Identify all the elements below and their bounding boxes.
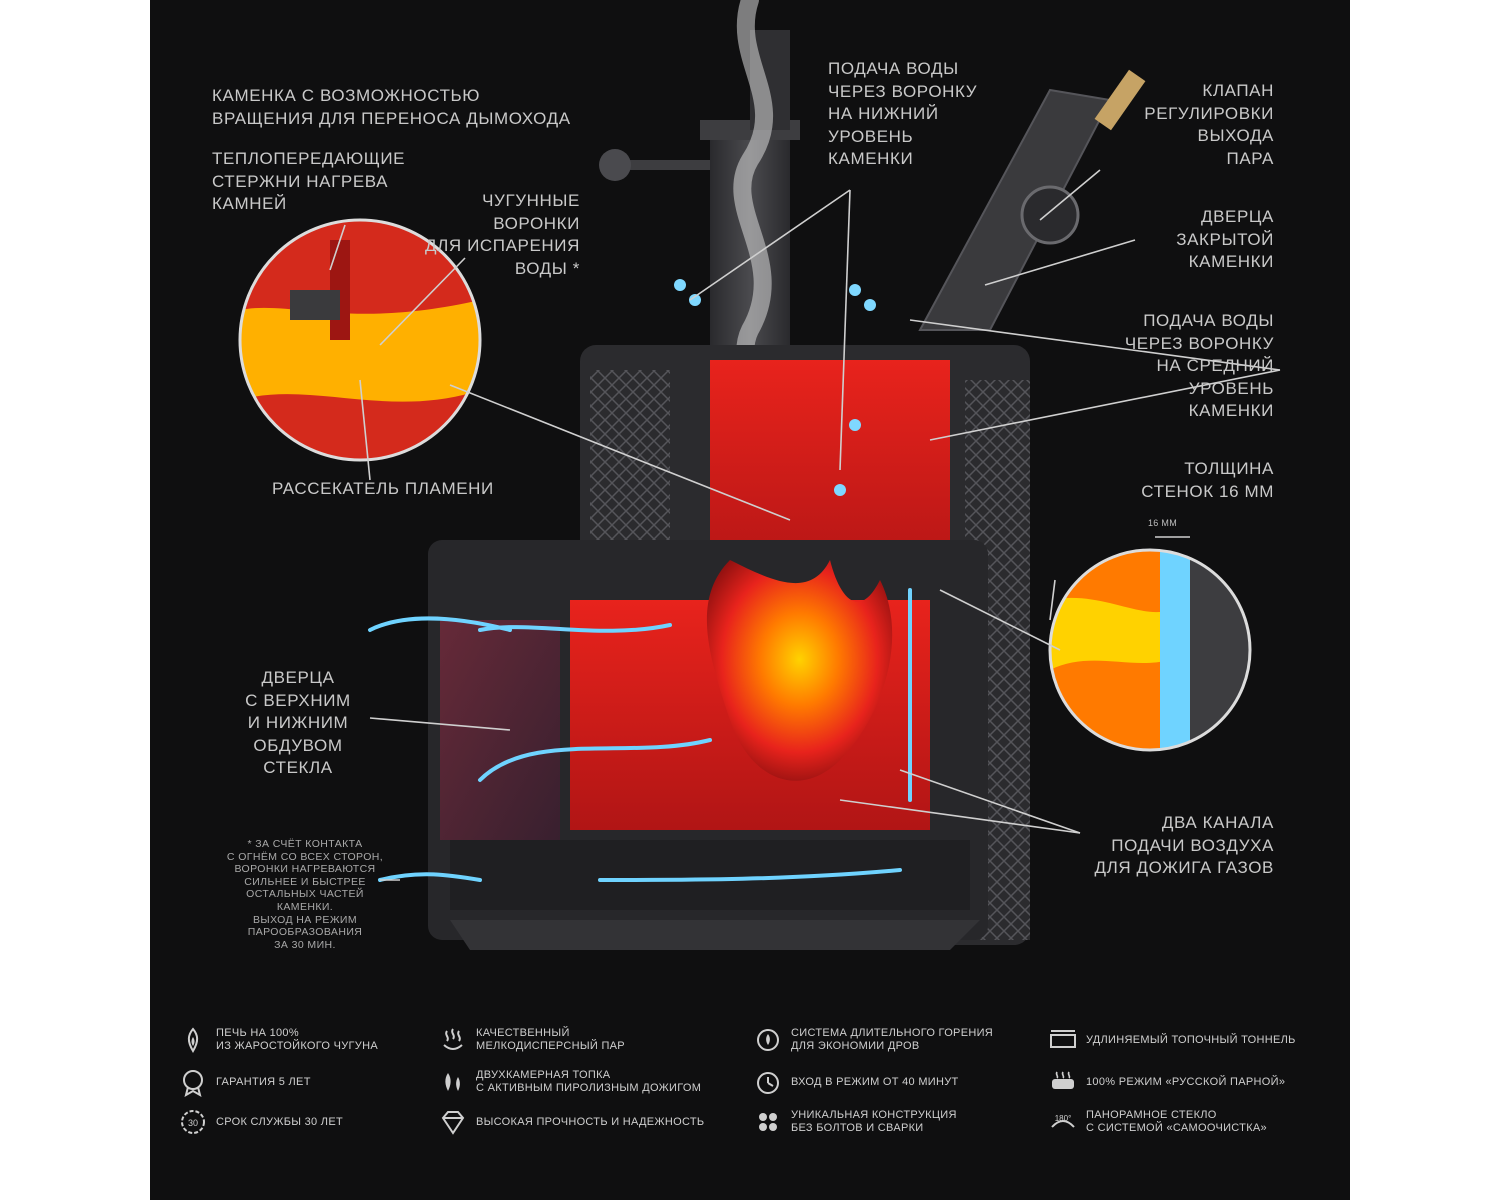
label-glass-door: Дверца с верхним и нижним обдувом стекла (245, 668, 351, 777)
label-wall-thickness: Толщина стенок 16 мм (1141, 459, 1274, 501)
svg-text:180°: 180° (1055, 1114, 1072, 1123)
detail-circle-heat-rods (238, 218, 482, 462)
feature-item: Печь на 100% из жаростойкого чугуна (178, 1025, 378, 1055)
feature-item: Система длительного горения для экономии… (753, 1025, 993, 1055)
panorama-glass-icon: 180° (1048, 1107, 1078, 1137)
feature-item: Гарантия 5 лет (178, 1067, 311, 1097)
feature-text: Печь на 100% из жаростойкого чугуна (216, 1027, 378, 1052)
lifetime-icon: 30 (178, 1107, 208, 1137)
feature-text: Гарантия 5 лет (216, 1075, 311, 1088)
feature-item: 180° Панорамное стекло с системой «самоо… (1048, 1107, 1267, 1137)
russian-steam-icon (1048, 1067, 1078, 1097)
feature-text: Панорамное стекло с системой «самоочистк… (1086, 1109, 1267, 1134)
feature-text: Двухкамерная топка с активным пиролизным… (476, 1069, 702, 1094)
no-bolts-icon (753, 1107, 783, 1137)
long-burn-icon (753, 1025, 783, 1055)
stove-cutaway-illustration (238, 0, 1281, 950)
firebox (428, 540, 988, 950)
feature-item: 30 Срок службы 30 лет (178, 1107, 343, 1137)
feature-item: Качественный мелкодисперсный пар (438, 1025, 625, 1055)
label-rotating-heater: Каменка с возможностью вращения для пере… (212, 86, 571, 128)
tunnel-icon (1048, 1025, 1078, 1055)
feature-text: Срок службы 30 лет (216, 1115, 343, 1128)
svg-text:30: 30 (188, 1118, 198, 1128)
feature-text: Высокая прочность и надежность (476, 1115, 705, 1128)
cast-iron-icon (178, 1025, 208, 1055)
feature-item: Уникальная конструкция без болтов и свар… (753, 1107, 957, 1137)
diagram-panel: Каменка с возможностью вращения для пере… (150, 0, 1350, 1200)
label-water-middle-level: Подача воды через воронку на средний уро… (1124, 311, 1274, 420)
warranty-icon (178, 1067, 208, 1097)
feature-item: Высокая прочность и надежность (438, 1107, 704, 1137)
feature-text: Система длительного горения для экономии… (791, 1027, 994, 1052)
flame-shape (706, 560, 893, 781)
steam-icon (438, 1025, 468, 1055)
feature-text: 100% режим «Русской парной» (1086, 1075, 1286, 1088)
feature-item: Двухкамерная топка с активным пиролизным… (438, 1067, 701, 1097)
label-wall-dimension: 16 мм (1148, 518, 1178, 528)
label-closed-heater-door: Дверца закрытой каменки (1176, 207, 1274, 271)
feature-item: Удлиняемый топочный тоннель (1048, 1025, 1296, 1055)
detail-circle-wall-thickness (1048, 536, 1252, 752)
feature-item: 100% режим «Русской парной» (1048, 1067, 1285, 1097)
feature-item: Вход в режим от 40 минут (753, 1067, 959, 1097)
feature-text: Уникальная конструкция без болтов и свар… (791, 1109, 957, 1134)
label-water-lower-level: Подача воды через воронку на нижний уров… (828, 59, 978, 168)
footnote-funnels: * За счёт контакта с огнём со всех сторо… (226, 838, 384, 951)
label-air-channels: Два канала подачи воздуха для дожига газ… (1094, 813, 1274, 877)
label-cast-funnels: Чугунные воронки для испарения воды * (425, 191, 580, 278)
label-flame-splitter: Рассекатель пламени (272, 479, 494, 498)
label-heat-rods: Теплопередающие стержни нагрева камней (212, 149, 406, 213)
air-flow-arrows (368, 588, 912, 882)
water-drops (674, 279, 876, 496)
label-steam-valve: Клапан регулировки выхода пара (1144, 81, 1274, 168)
damper-handle (599, 149, 710, 181)
leader-lines (329, 169, 1281, 881)
timer-icon (753, 1067, 783, 1097)
diamond-icon (438, 1107, 468, 1137)
feature-text: Удлиняемый топочный тоннель (1086, 1033, 1296, 1046)
feature-text: Вход в режим от 40 минут (791, 1075, 959, 1088)
feature-text: Качественный мелкодисперсный пар (476, 1027, 625, 1052)
dual-chamber-icon (438, 1067, 468, 1097)
